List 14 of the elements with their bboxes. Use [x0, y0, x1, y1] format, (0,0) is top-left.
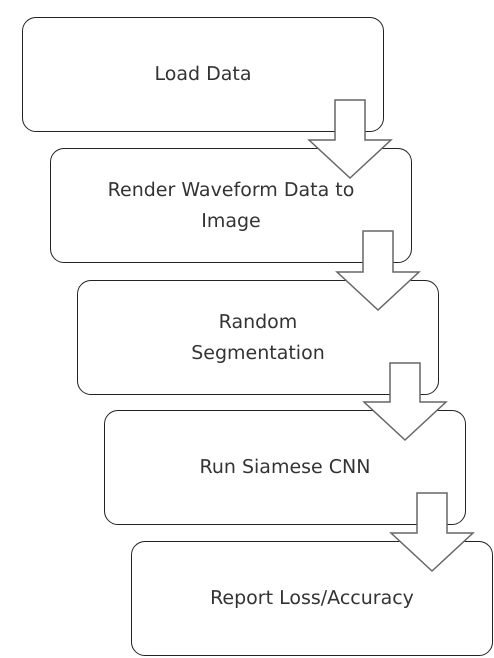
process-box [131, 541, 493, 656]
step-label: Report Loss/Accuracy [210, 586, 414, 612]
step-label: Random Segmentation [190, 310, 326, 366]
block-arrow [389, 492, 475, 572]
step-label: Run Siamese CNN [200, 455, 370, 480]
step-label: Render Waveform Data to Image [106, 178, 356, 234]
process-box [104, 410, 466, 525]
block-arrow [307, 99, 393, 180]
process-box [77, 280, 439, 395]
step-label: Load Data [154, 62, 252, 88]
process-box [22, 17, 384, 132]
process-box [50, 148, 412, 263]
block-arrow [335, 230, 421, 312]
block-arrow [362, 362, 448, 442]
